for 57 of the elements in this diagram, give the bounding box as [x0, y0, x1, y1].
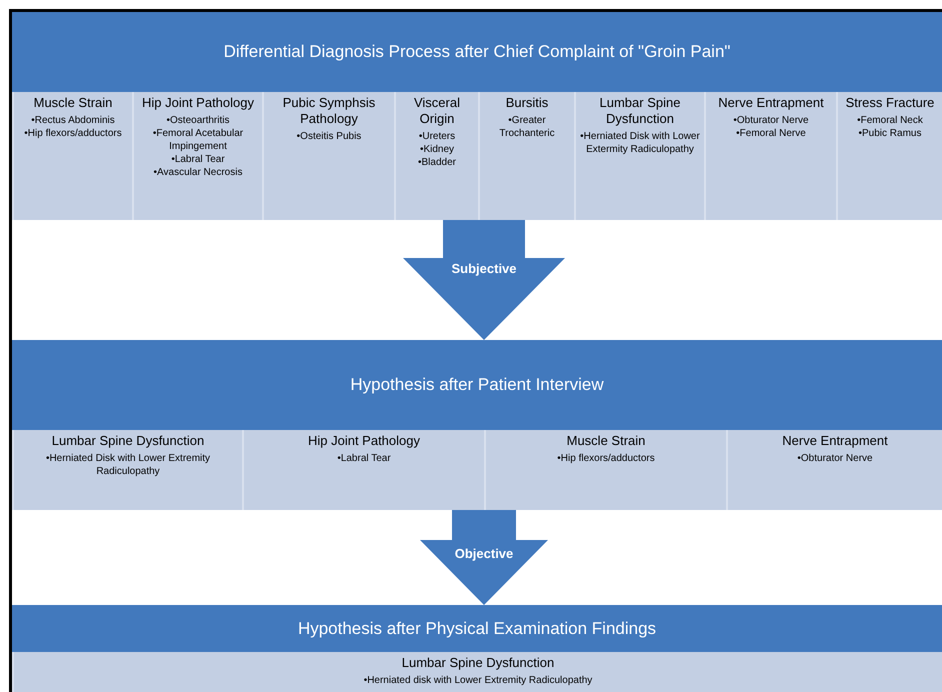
bullet-item: •Femoral Neck — [857, 114, 923, 127]
bullet-item: •Greater Trochanteric — [498, 114, 556, 140]
stage-band — [12, 340, 942, 510]
diagnosis-column — [574, 92, 704, 220]
bullet-item: •Rectus Abdominis — [31, 114, 115, 127]
column-heading: Visceral Origin — [412, 95, 461, 127]
bullet-item: •Kidney — [420, 143, 454, 156]
diagnosis-column — [12, 92, 132, 220]
edge-label: Subjective — [451, 262, 517, 275]
block-arrow — [420, 510, 548, 605]
band-heading: Hypothesis after Patient Interview — [349, 374, 605, 396]
bullet-item: •Osteitis Pubis — [296, 130, 362, 143]
diagnosis-column — [262, 92, 394, 220]
bullet-item: •Herniated Disk with Lower Extermity Radiculopathy — [579, 130, 701, 156]
column-heading: Bursitis — [506, 95, 548, 111]
diagnosis-column — [726, 430, 942, 510]
column-heading: Hip Joint Pathology — [142, 95, 254, 111]
stage-band — [12, 605, 942, 692]
bullet-item: •Pubic Ramus — [858, 127, 922, 140]
diagnosis-column — [12, 430, 242, 510]
bullet-item: •Hip flexors/adductors — [557, 452, 655, 465]
bullet-item: •Herniated disk with Lower Extremity Radiculopathy — [364, 674, 592, 687]
bullet-item: •Hip flexors/adductors — [24, 127, 122, 140]
diagnosis-column — [704, 92, 836, 220]
diagnosis-column — [836, 92, 942, 220]
column-heading: Stress Fracture — [846, 95, 934, 111]
bullet-item: •Femoral Acetabular Impingement — [152, 127, 244, 153]
column-heading: Lumbar Spine Dysfunction — [402, 655, 554, 671]
column-heading: Hip Joint Pathology — [308, 433, 420, 449]
bullet-item: •Herniated Disk with Lower Extremity Radiculopathy — [44, 452, 212, 478]
bullet-item: •Obturator Nerve — [733, 114, 809, 127]
bullet-item: •Osteoarthritis — [166, 114, 230, 127]
column-heading: Pubic Symphsis Pathology — [282, 95, 376, 127]
column-heading: Muscle Strain — [566, 433, 646, 449]
column-heading: Muscle Strain — [34, 95, 112, 111]
diagnosis-column — [132, 92, 262, 220]
column-heading: Nerve Entrapment — [782, 433, 888, 449]
bullet-item: •Avascular Necrosis — [154, 166, 242, 179]
bullet-item: •Femoral Nerve — [736, 127, 806, 140]
bullet-item: •Labral Tear — [171, 153, 225, 166]
block-arrow — [403, 220, 565, 340]
edge-label: Objective — [454, 547, 514, 560]
bullet-item: •Ureters — [418, 130, 456, 143]
diagnosis-column — [478, 92, 574, 220]
bullet-item: •Labral Tear — [337, 452, 391, 465]
stage-band — [12, 12, 942, 220]
band-heading: Hypothesis after Physical Examination Findings — [296, 618, 658, 640]
diagnosis-column — [484, 430, 726, 510]
bullet-item: •Obturator Nerve — [797, 452, 873, 465]
band-heading: Differential Diagnosis Process after Chief Complaint of "Groin Pain" — [222, 41, 732, 63]
diagnosis-column — [394, 92, 478, 220]
bullet-item: •Bladder — [418, 156, 456, 169]
diagnosis-column — [242, 430, 484, 510]
diagnosis-column — [12, 652, 942, 692]
column-heading: Lumbar Spine Dysfunction — [52, 433, 204, 449]
column-heading: Lumbar Spine Dysfunction — [598, 95, 682, 127]
column-heading: Nerve Entrapment — [718, 95, 824, 111]
